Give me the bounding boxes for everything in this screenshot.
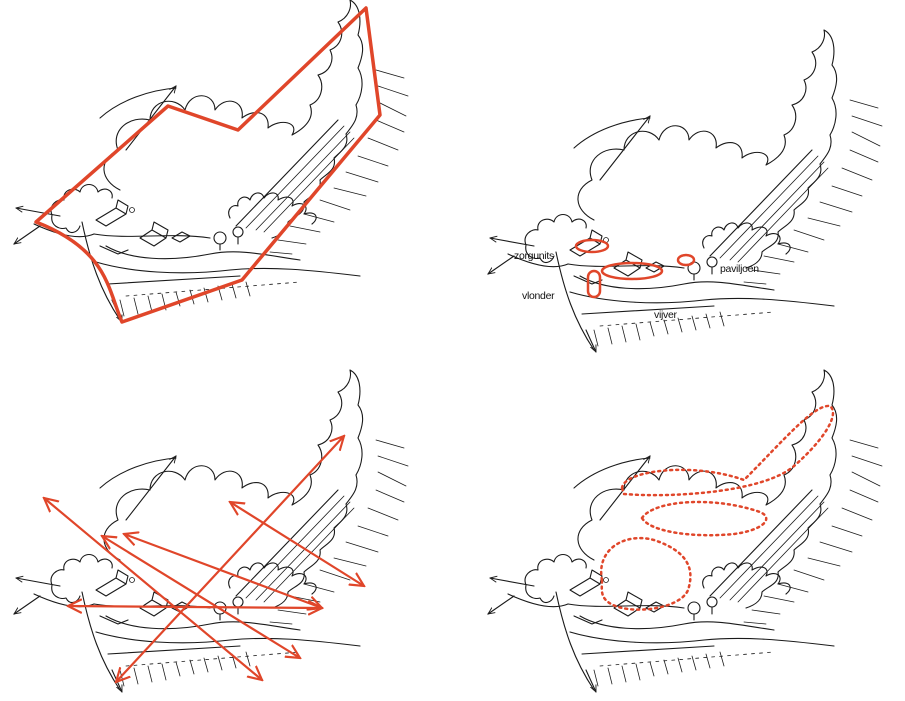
zone-top (620, 404, 835, 497)
sightline-arrows (44, 436, 364, 682)
label-zorgunits: zorgunits (514, 250, 554, 262)
zone-bottom (599, 536, 692, 611)
panel-site-boundary (14, 0, 408, 324)
vijver-ellipse (600, 261, 664, 281)
arrow-3 (124, 534, 322, 608)
panel-zones (488, 370, 882, 692)
arrow-1 (44, 498, 262, 680)
arrow-4 (68, 606, 322, 608)
zone-middle (640, 500, 768, 537)
boundary-outline (34, 6, 382, 324)
label-vijver: vijver (654, 309, 678, 321)
zorgunits-ellipse (574, 238, 610, 254)
label-vlonder: vlonder (522, 290, 555, 302)
vlonder-shape (586, 269, 602, 299)
panel-sightlines (14, 370, 408, 692)
label-paviljoen: paviljoen (720, 263, 759, 275)
dotted-zones (599, 404, 835, 611)
panel-program: zorgunits paviljoen vlonder vijver (488, 30, 882, 352)
paviljoen-ellipse (676, 253, 696, 267)
arrow-6 (116, 436, 344, 682)
